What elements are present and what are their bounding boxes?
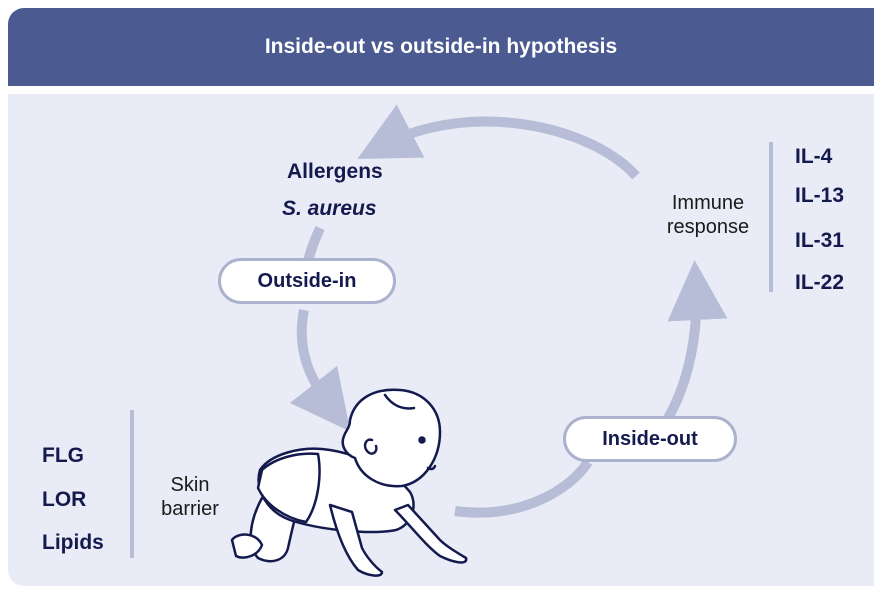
cycle-arrow-bottom <box>455 462 588 513</box>
skin-barrier-label: Skin barrier <box>150 473 230 521</box>
barrier-flg: FLG <box>42 444 84 468</box>
crawling-baby-illustration <box>232 390 466 576</box>
skin-barrier-line2: barrier <box>150 497 230 521</box>
cycle-arrow-left <box>302 310 332 408</box>
cytokine-il31: IL-31 <box>795 229 844 253</box>
immune-response-label: Immune response <box>656 191 760 239</box>
immune-response-line2: response <box>656 215 760 239</box>
cytokine-il13: IL-13 <box>795 184 844 208</box>
immune-response-line1: Immune <box>656 191 760 215</box>
trigger-s-aureus: S. aureus <box>282 197 377 221</box>
trigger-allergens: Allergens <box>287 160 383 184</box>
cycle-arrow-right <box>668 290 696 418</box>
barrier-lipids: Lipids <box>42 531 104 555</box>
inside-out-label: Inside-out <box>563 416 737 462</box>
cytokine-il4: IL-4 <box>795 145 832 169</box>
outside-in-label: Outside-in <box>218 258 396 304</box>
cytokine-il22: IL-22 <box>795 271 844 295</box>
skin-barrier-line1: Skin <box>150 473 230 497</box>
barrier-lor: LOR <box>42 488 86 512</box>
cycle-arrow-top <box>384 122 636 176</box>
